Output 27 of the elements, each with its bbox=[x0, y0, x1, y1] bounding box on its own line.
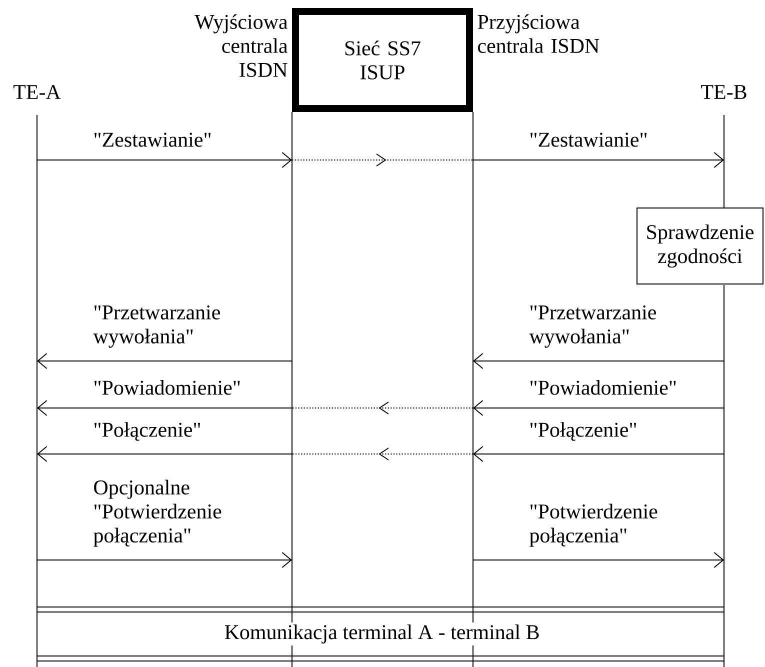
edge-label: "Zestawianie" bbox=[530, 132, 647, 147]
arrow bbox=[472, 152, 724, 168]
exchange-label: Przyjściowa centrala ISDN bbox=[478, 14, 600, 53]
edge-label: "Przetwarzanie wywołania" bbox=[529, 305, 656, 348]
edge-label: Opcjonalne "Potwierdzenie połączenia" bbox=[94, 480, 222, 547]
span-label: Komunikacja terminal A - terminal B bbox=[222, 622, 542, 646]
edge-label: "Potwierdzenie połączenia" bbox=[530, 504, 658, 547]
lifeline-label: TE-A bbox=[13, 85, 61, 99]
arrow bbox=[36, 152, 292, 168]
arrow bbox=[37, 446, 292, 462]
edge-label: "Połączenie" bbox=[94, 422, 200, 441]
edge-label: "Zestawianie" bbox=[94, 132, 211, 147]
network-box: Sieć SS7 ISUP bbox=[292, 8, 473, 112]
arrow bbox=[473, 400, 724, 416]
arrow bbox=[473, 353, 724, 369]
arrow bbox=[472, 552, 724, 568]
edge-label: "Przetwarzanie wywołania" bbox=[93, 305, 220, 348]
arrow bbox=[36, 552, 292, 568]
edge-label: "Połączenie" bbox=[530, 422, 636, 441]
arrow bbox=[37, 353, 292, 369]
arrow bbox=[37, 400, 292, 416]
exchange-label: Wyjściowa centrala ISDN bbox=[194, 14, 288, 77]
process-box: Sprawdzenie zgodności bbox=[636, 208, 764, 284]
edge-label: "Powiadomienie" bbox=[94, 380, 240, 395]
arrow bbox=[473, 446, 724, 462]
lifeline-label: TE-B bbox=[701, 85, 746, 99]
edge-label: "Powiadomienie" bbox=[530, 380, 676, 395]
